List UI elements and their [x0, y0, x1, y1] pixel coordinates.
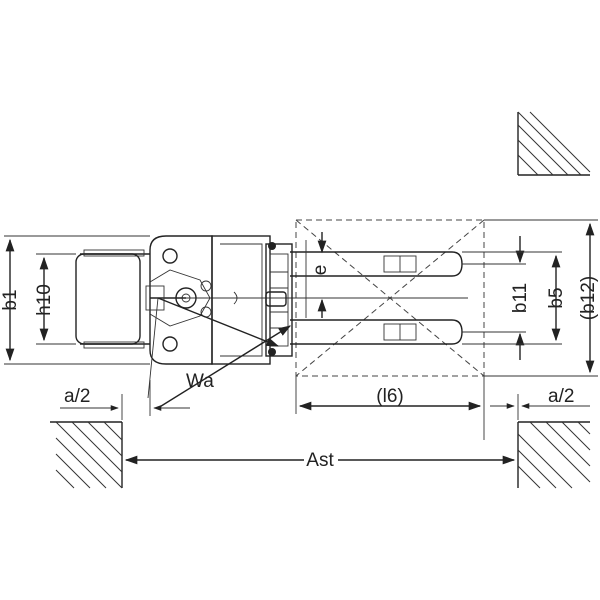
label-ast: Ast: [306, 450, 334, 471]
dimension-a2-right: a/2: [490, 386, 590, 420]
wall-hatch-top-right: [517, 111, 591, 176]
dimension-b1: b1: [0, 235, 150, 365]
label-wa: Wa: [186, 371, 214, 392]
wall-hatch-bottom-left: [50, 421, 123, 489]
dimension-e: e: [305, 232, 331, 318]
truck-body: [75, 235, 293, 365]
label-b11: b11: [510, 283, 531, 313]
dimension-l6: (l6): [295, 376, 485, 440]
label-b1: b1: [0, 289, 21, 310]
turning-radius-wa: Wa: [147, 297, 292, 409]
wall-hatch-bottom-right: [517, 421, 591, 489]
label-l6: (l6): [376, 386, 403, 407]
dimension-b11: b11: [462, 236, 531, 360]
label-h10: h10: [34, 284, 55, 316]
dimension-b5: b5: [462, 251, 567, 345]
dimension-ast: Ast: [124, 446, 516, 471]
label-b12: (b12): [578, 276, 599, 320]
label-a2-right: a/2: [548, 386, 574, 407]
fork-lower: [290, 319, 463, 345]
dimension-a2-left: a/2: [60, 380, 190, 420]
dimension-h10: h10: [34, 253, 76, 345]
dimension-b12: (b12): [484, 219, 599, 377]
label-e: e: [310, 265, 331, 276]
label-a2-left: a/2: [64, 386, 90, 407]
label-b5: b5: [546, 287, 567, 308]
